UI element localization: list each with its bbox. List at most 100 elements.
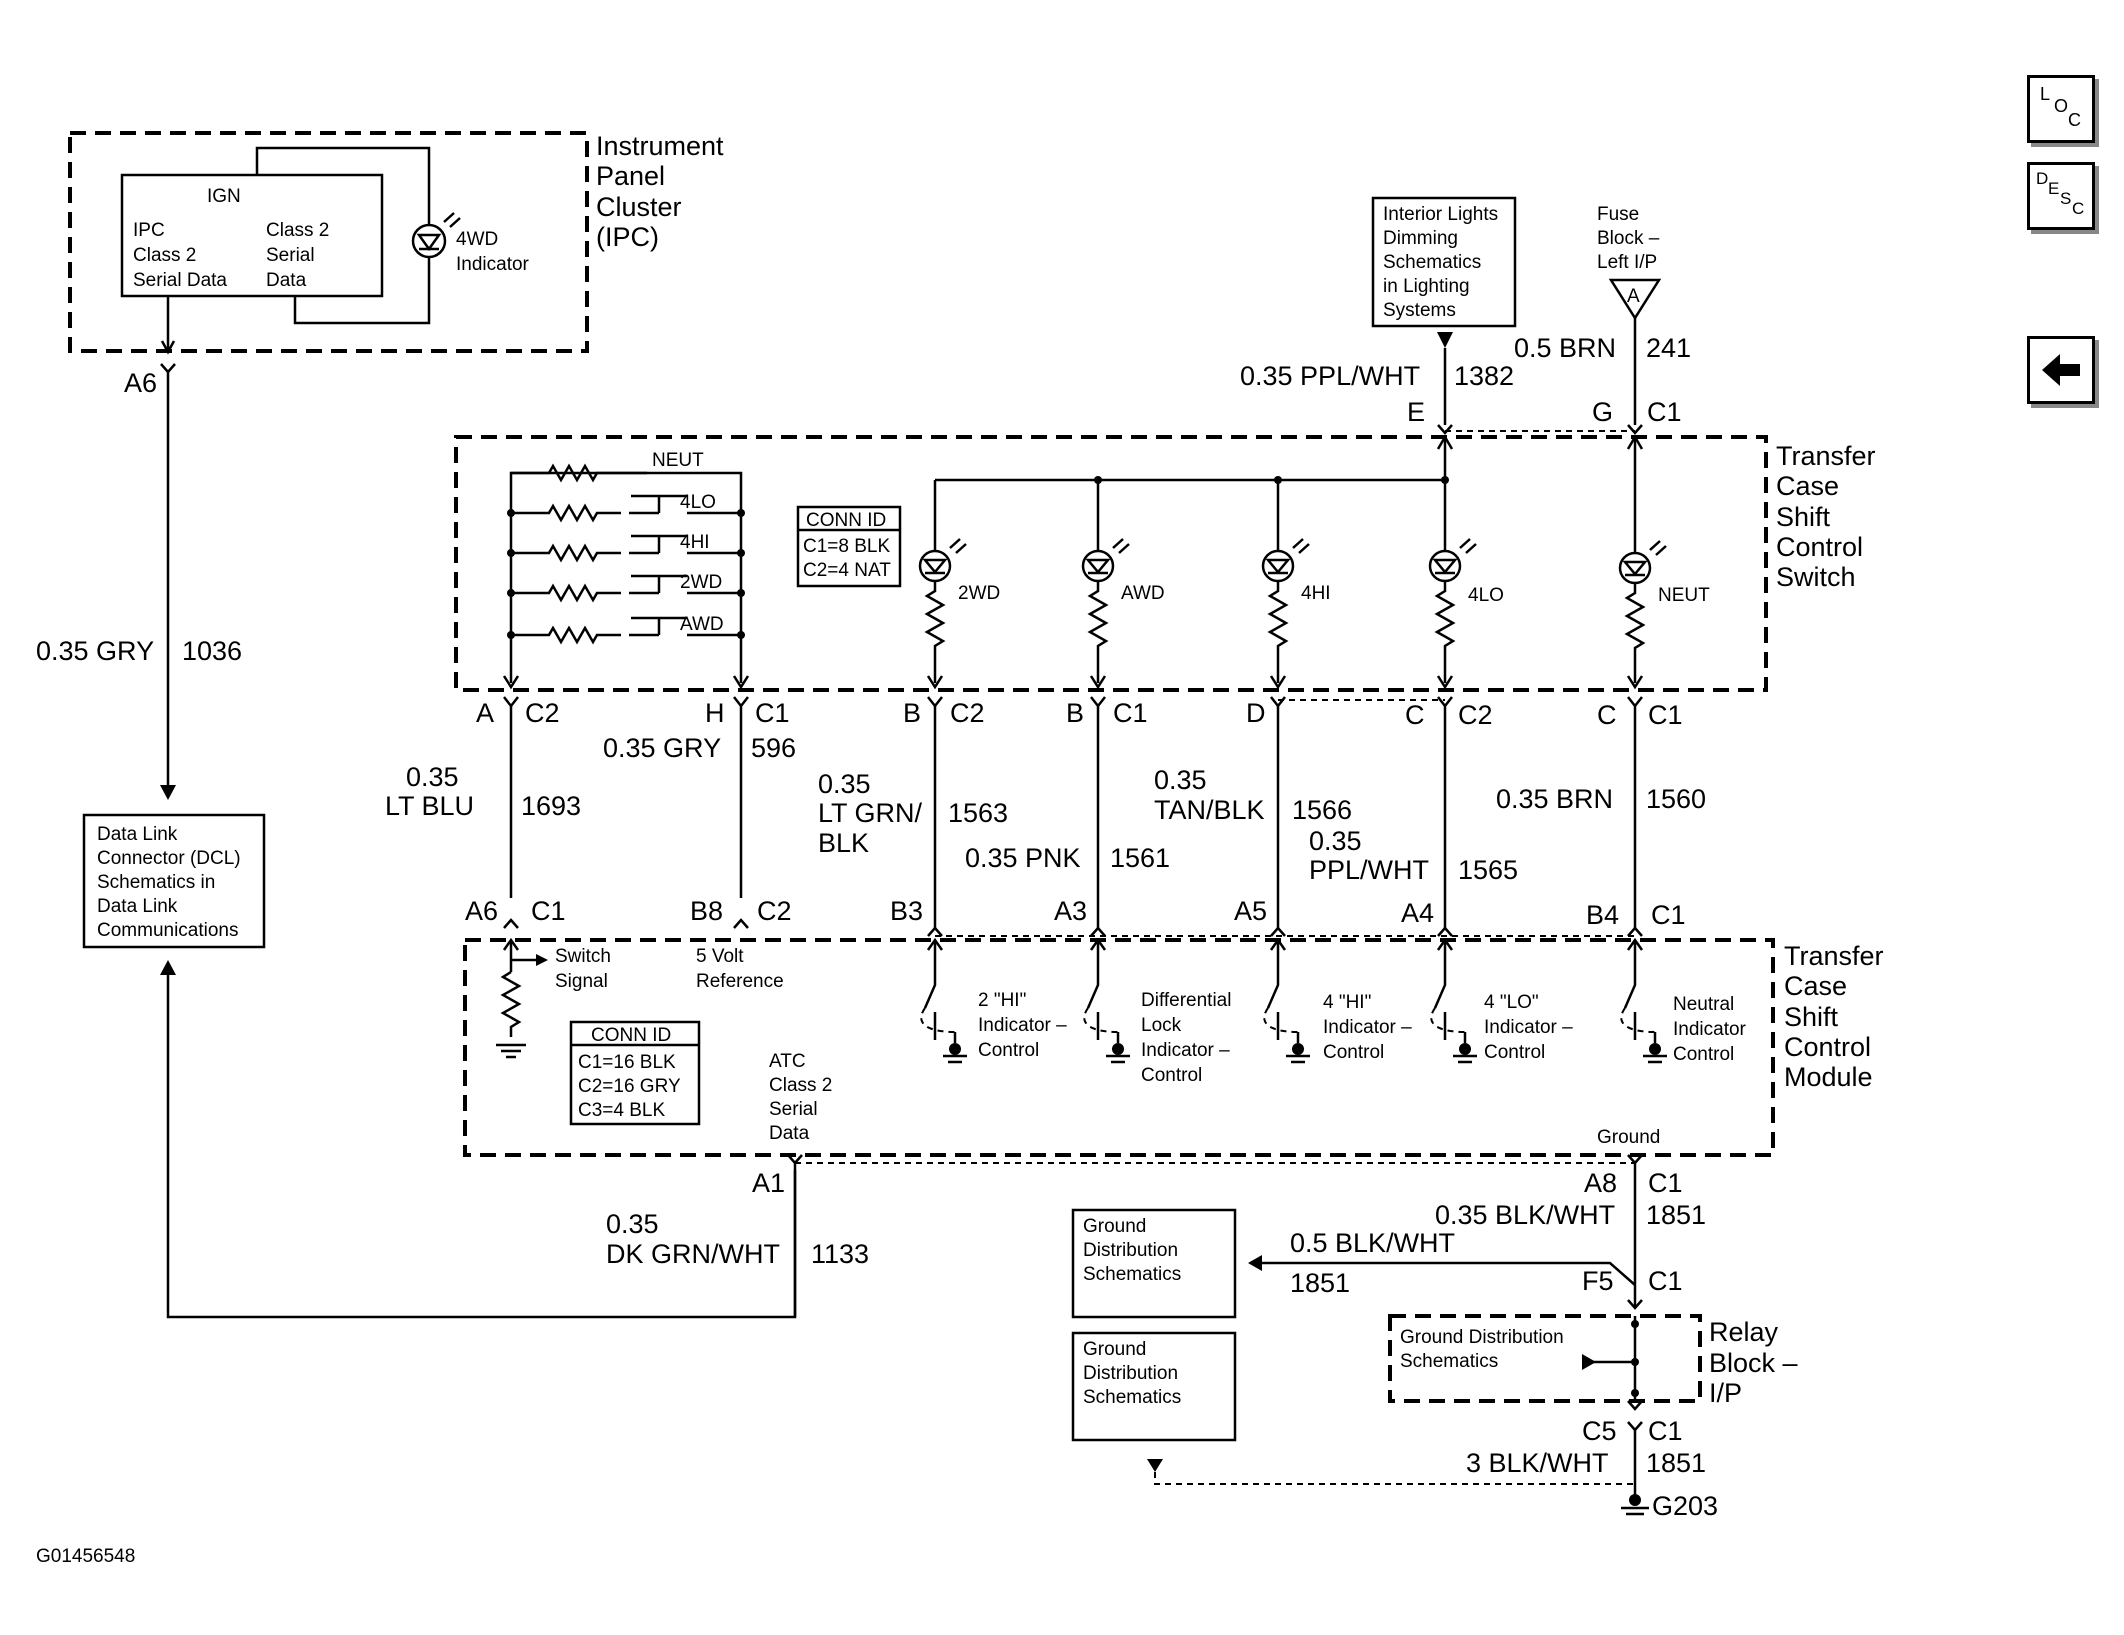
relay-block-outline [1388, 1314, 1702, 1403]
ipc-outline [68, 131, 589, 353]
wire-1560-number: 1560 [1646, 784, 1706, 814]
wire-1851b-color: 0.5 BLK/WHT [1290, 1228, 1455, 1258]
wire-1566-color: TAN/BLK [1154, 795, 1265, 825]
lamp-label-neut: NEUT [1658, 585, 1710, 606]
desc-letter-d: D [2036, 169, 2049, 188]
relay-block: Ground Distribution Schematics Relay Blo… [1388, 1314, 1798, 1408]
wire-1851a-number: 1851 [1646, 1200, 1706, 1230]
wire-596-color: 0.35 GRY [603, 733, 721, 763]
switch-outline [454, 435, 1768, 692]
output-2hi-label-3: Control [978, 1040, 1039, 1061]
switch-pin-b2: B [903, 698, 921, 728]
lamp-neut-icon [1618, 540, 1667, 690]
module-conn-id-c3: C3=4 BLK [578, 1100, 665, 1121]
module-pin-a4: A4 [1401, 898, 1434, 928]
desc-button[interactable]: D E S C [2027, 162, 2095, 230]
module-title-2: Case [1784, 971, 1847, 1001]
wire-1565-number: 1565 [1458, 855, 1518, 885]
loc-button[interactable]: L O C [2027, 75, 2095, 143]
atc-label-3: Serial [769, 1099, 818, 1120]
wire-1851b-number: 1851 [1290, 1268, 1350, 1298]
resistor-label-4lo: 4LO [680, 492, 716, 513]
transfer-case-module: Transfer Case Shift Control Module Switc… [463, 937, 1884, 1157]
atc-label-2: Class 2 [769, 1075, 832, 1096]
ipc-ign-label: IGN [207, 186, 241, 207]
output-4hi-label-3: Control [1323, 1042, 1384, 1063]
relay-title-3: I/P [1709, 1378, 1742, 1408]
interior-lights-reference-box[interactable] [1371, 196, 1517, 328]
gnd-dist-2-label-1: Ground [1083, 1339, 1146, 1360]
switch-pin-b2-conn: C2 [950, 698, 985, 728]
wire-596-number: 596 [751, 733, 796, 763]
loc-letter-c: C [2068, 110, 2081, 130]
switch-pin-d: D [1246, 698, 1266, 728]
ipc-section: IGN IPC Class 2 Serial Data Class 2 Seri… [68, 131, 724, 398]
module-title-4: Control [1784, 1032, 1871, 1062]
dlc-label-4: Data Link [97, 896, 178, 917]
resistor-label-4hi: 4HI [680, 532, 710, 553]
ground-g203-icon [1621, 1494, 1649, 1516]
relay-pin-c5-conn: C1 [1648, 1416, 1683, 1446]
ground-distribution-box-2[interactable] [1071, 1331, 1237, 1442]
module-pin-b4-conn: C1 [1651, 900, 1686, 930]
output-4lo-label-3: Control [1484, 1042, 1545, 1063]
relay-inner-label-2: Schematics [1400, 1351, 1498, 1372]
gnd-dist-2-label-2: Distribution [1083, 1363, 1178, 1384]
wire-1565-gauge: 0.35 [1309, 826, 1362, 856]
switch-pin-h-conn: C1 [755, 698, 790, 728]
output-switch-neutral-icon [1620, 937, 1667, 1064]
loc-letter-o: O [2054, 96, 2069, 116]
4wd-indicator-lamp-icon [411, 212, 461, 259]
wire-1036-number: 1036 [182, 636, 242, 666]
module-conn-id-c1: C1=16 BLK [578, 1052, 676, 1073]
dlc-label-1: Data Link [97, 824, 178, 845]
gnd-dist-1-label-2: Distribution [1083, 1240, 1178, 1261]
module-pin-b3: B3 [890, 896, 923, 926]
resistor-label-neut: NEUT [652, 450, 704, 471]
switch-pin-a: A [476, 698, 494, 728]
back-button[interactable] [2027, 336, 2095, 404]
output-switch-4hi-icon [1263, 937, 1310, 1064]
fuse-block-label-2: Block – [1597, 228, 1660, 249]
lamp-4hi-icon [1261, 480, 1310, 690]
switch-title-2: Case [1776, 471, 1839, 501]
module-pin-a1: A1 [752, 1168, 785, 1198]
transfer-case-switch: Transfer Case Shift Control Switch NEUT … [454, 434, 1876, 692]
relay-inner-label-1: Ground Distribution [1400, 1327, 1564, 1348]
4wd-indicator-label-2: Indicator [456, 254, 530, 275]
output-neutral-label-3: Control [1673, 1044, 1734, 1065]
switch-title-3: Shift [1776, 502, 1831, 532]
output-diff-label-3: Indicator – [1141, 1040, 1230, 1061]
module-pin-b8: B8 [690, 896, 723, 926]
ground-distribution-box-1[interactable] [1071, 1208, 1237, 1319]
switch-pin-c1-conn: C1 [1648, 700, 1683, 730]
switch-conn-id-c1: C1=8 BLK [803, 536, 890, 557]
wire-1851c-color: 3 BLK/WHT [1466, 1448, 1609, 1478]
resistor-label-2wd: 2WD [680, 572, 722, 593]
switch-pin-c1: C [1597, 700, 1617, 730]
atc-label-4: Data [769, 1123, 810, 1144]
module-conn-id-box [569, 1020, 701, 1126]
output-neutral-label-2: Indicator [1673, 1019, 1747, 1040]
output-switch-diff-lock-icon [1083, 937, 1130, 1064]
desc-letter-s: S [2060, 189, 2072, 208]
output-diff-label-4: Control [1141, 1065, 1202, 1086]
switch-pin-h: H [705, 698, 725, 728]
desc-letter-c: C [2072, 199, 2085, 218]
wire-1563-number: 1563 [948, 798, 1008, 828]
module-title-1: Transfer [1784, 941, 1884, 971]
ipc-module-box [120, 173, 384, 298]
wire-1133-number: 1133 [811, 1239, 869, 1269]
ipc-title-2: Panel [596, 161, 665, 191]
output-neutral-label-1: Neutral [1673, 994, 1734, 1015]
switch-signal-label-2: Signal [555, 971, 608, 992]
fuse-letter: A [1627, 286, 1640, 307]
lamp-awd-icon [1081, 480, 1130, 690]
switch-title-4: Control [1776, 532, 1863, 562]
dlc-label-2: Connector (DCL) [97, 848, 241, 869]
output-2hi-label-2: Indicator – [978, 1015, 1067, 1036]
relay-title-2: Block – [1709, 1348, 1798, 1378]
dlc-reference-box[interactable] [82, 813, 266, 949]
module-pin-a8: A8 [1584, 1168, 1617, 1198]
